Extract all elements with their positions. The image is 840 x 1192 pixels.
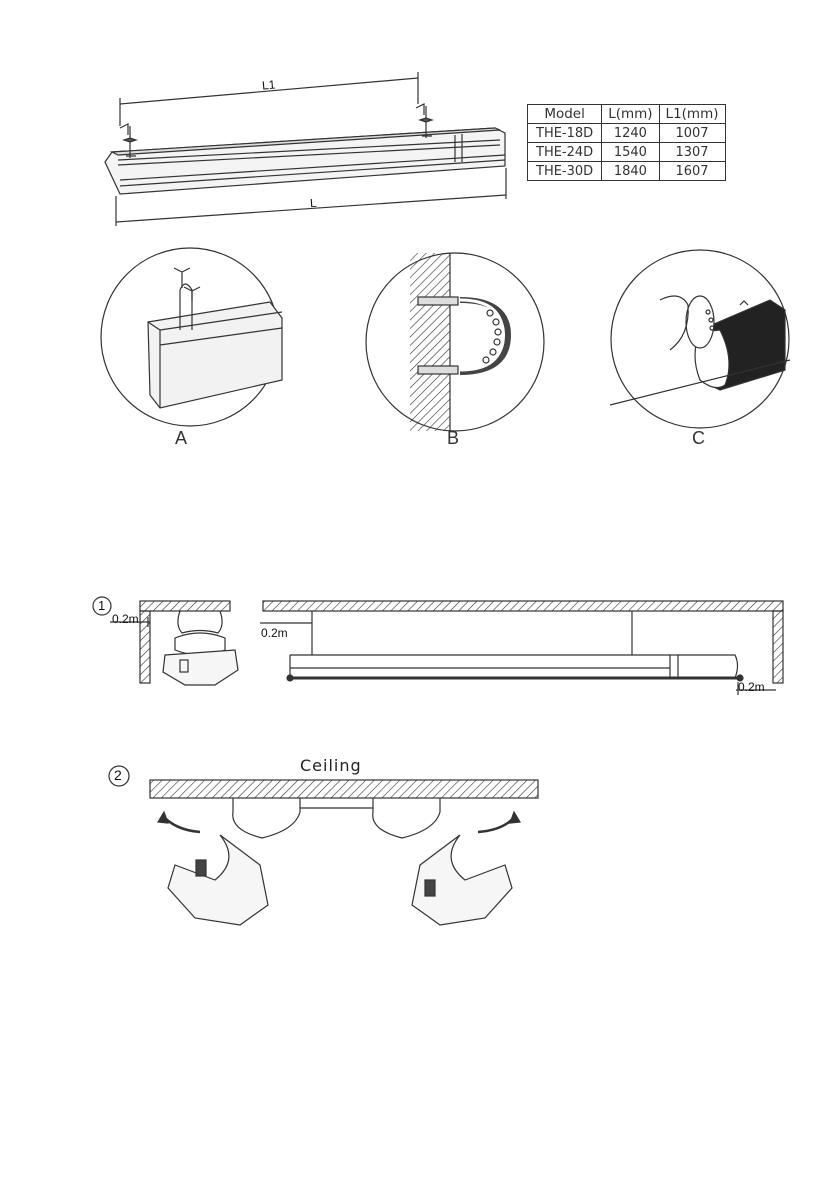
- detail-c: [610, 250, 790, 428]
- step1-long-view: [260, 601, 783, 695]
- table-cell: THE-24D: [528, 143, 602, 162]
- step2-number: 2: [114, 767, 122, 783]
- table-cell: 1307: [659, 143, 725, 162]
- table-row: THE-18D 1240 1007: [528, 124, 726, 143]
- detail-c-label: C: [692, 428, 705, 449]
- table-row: THE-24D 1540 1307: [528, 143, 726, 162]
- table-cell: 1607: [659, 162, 725, 181]
- step1-clearance-left: 0.2m: [112, 612, 139, 626]
- table-cell: THE-18D: [528, 124, 602, 143]
- detail-a-label: A: [175, 428, 187, 449]
- detail-b-label: B: [447, 428, 459, 449]
- table-cell: THE-30D: [528, 162, 602, 181]
- table-row: THE-30D 1840 1607: [528, 162, 726, 181]
- ceiling-label: Ceiling: [300, 756, 362, 775]
- detail-a: [101, 248, 282, 426]
- heater-top-view: [105, 72, 506, 226]
- step2-ceiling-view: [150, 780, 538, 925]
- table-cell: 1840: [602, 162, 659, 181]
- spec-table: Model L(mm) L1(mm) THE-18D 1240 1007 THE…: [527, 104, 726, 181]
- table-cell: 1540: [602, 143, 659, 162]
- dimension-l1-label: L1: [261, 77, 276, 92]
- detail-b: [366, 253, 544, 431]
- step1-clearance-mid: 0.2m: [261, 626, 288, 640]
- dimension-l-label: L: [310, 196, 318, 210]
- step1-clearance-right: 0.2m: [738, 680, 765, 694]
- table-header-l: L(mm): [602, 105, 659, 124]
- table-cell: 1240: [602, 124, 659, 143]
- table-header-model: Model: [528, 105, 602, 124]
- table-cell: 1007: [659, 124, 725, 143]
- table-header-l1: L1(mm): [659, 105, 725, 124]
- step1-number: 1: [98, 598, 105, 613]
